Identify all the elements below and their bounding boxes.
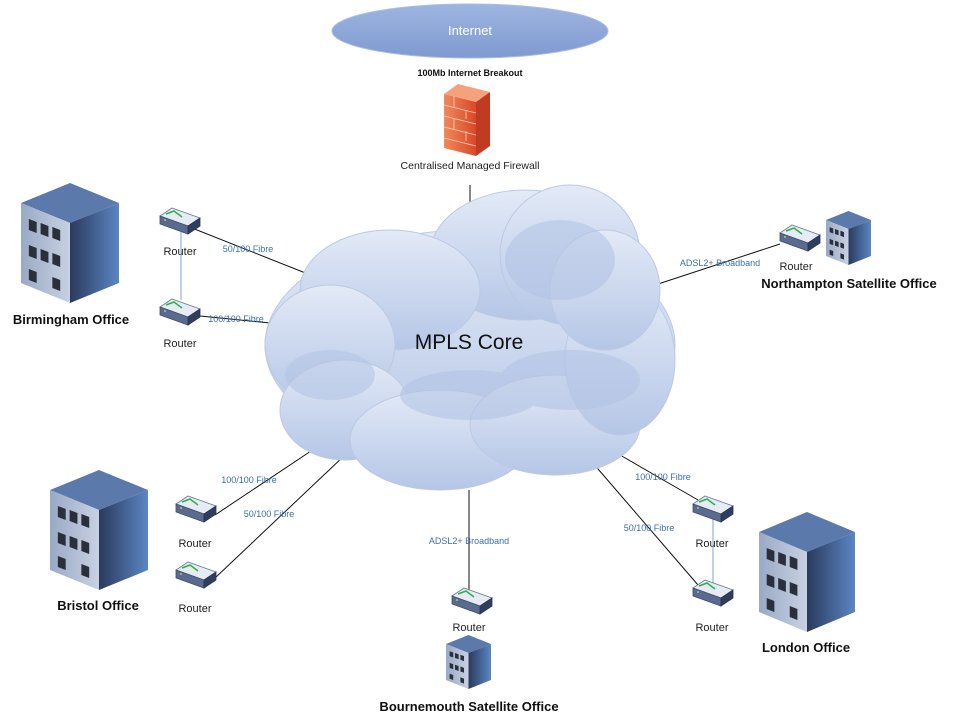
- bristol-bottom-link-label: 50/100 Fibre: [243, 509, 295, 519]
- birmingham-router-2-label: Router: [163, 338, 197, 350]
- birmingham-office-label: Birmingham Office: [12, 312, 130, 327]
- northampton-building-icon: [826, 211, 871, 265]
- birmingham-router-1: [159, 207, 201, 235]
- birmingham-router-1-label: Router: [163, 246, 197, 258]
- london-router-1: [692, 495, 734, 523]
- breakout-label: 100Mb Internet Breakout: [417, 68, 523, 78]
- northampton-link: [654, 243, 781, 286]
- firewall-icon: [443, 84, 490, 156]
- london-office-label: London Office: [761, 640, 851, 655]
- london-bottom-link-label: 50/100 Fibre: [623, 523, 675, 533]
- bristol-router-2: [175, 561, 217, 589]
- london-top-link: [619, 454, 699, 501]
- london-router-2: [692, 579, 734, 607]
- london-top-link-label: 100/100 Fibre: [635, 472, 691, 482]
- internet-ellipse: [331, 3, 609, 59]
- bournemouth-building-icon: [446, 635, 491, 689]
- bristol-top-link-label: 100/100 Fibre: [221, 475, 277, 485]
- northampton-office-label: Northampton Satellite Office: [761, 276, 937, 291]
- birmingham-building-icon: [21, 183, 119, 303]
- bristol-router-1-label: Router: [178, 538, 212, 550]
- bournemouth-router: [451, 587, 493, 615]
- firewall-label: Centralised Managed Firewall: [400, 160, 540, 172]
- router-pair-links: [180, 228, 714, 583]
- london-router-2-label: Router: [695, 622, 729, 634]
- bristol-office-label: Bristol Office: [57, 598, 139, 613]
- cloud-icon: [264, 184, 676, 491]
- birmingham-router-2: [159, 298, 201, 326]
- northampton-link-label: ADSL2+ Broadband: [679, 258, 761, 268]
- london-building-icon: [759, 512, 855, 632]
- connections: [191, 185, 781, 590]
- internet-label: Internet: [447, 23, 493, 38]
- birmingham-top-link-label: 50/100 Fibre: [222, 244, 274, 254]
- bournemouth-router-label: Router: [452, 622, 486, 634]
- bristol-router-2-label: Router: [178, 603, 212, 615]
- london-bottom-link: [591, 461, 699, 586]
- london-router-1-label: Router: [695, 538, 729, 550]
- bristol-building-icon: [50, 470, 148, 590]
- birmingham-bottom-link-label: 100/100 Fibre: [208, 314, 264, 324]
- bristol-router-1: [175, 495, 217, 523]
- bournemouth-link-label: ADSL2+ Broadband: [428, 536, 510, 546]
- northampton-router-label: Router: [779, 261, 813, 273]
- northampton-router: [779, 224, 821, 252]
- bristol-top-link: [214, 444, 321, 516]
- bournemouth-office-label: Bournemouth Satellite Office: [379, 699, 559, 714]
- bristol-bottom-link: [214, 454, 346, 579]
- core-label: MPLS Core: [414, 331, 524, 354]
- birmingham-top-link: [191, 227, 319, 279]
